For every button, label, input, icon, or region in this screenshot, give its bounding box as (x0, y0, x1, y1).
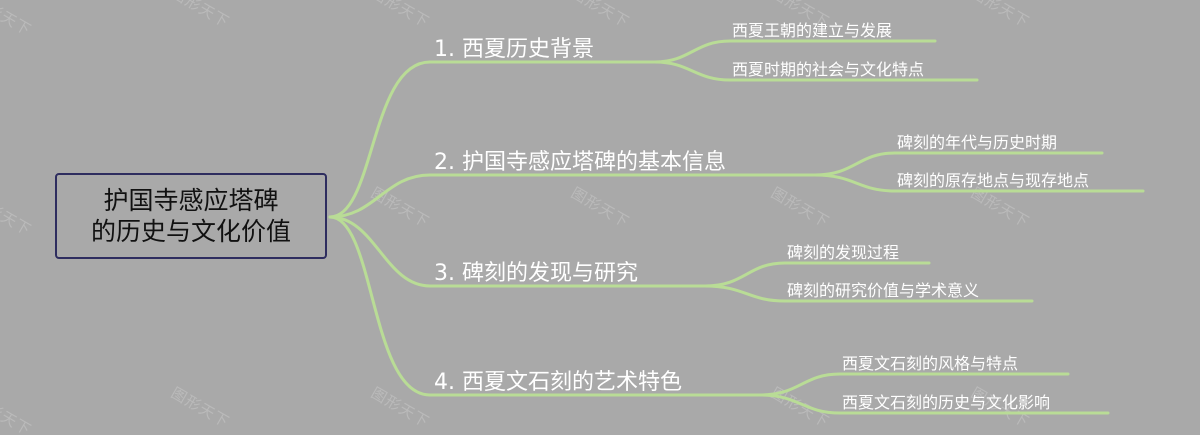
topic-4-to-child-2 (758, 393, 1110, 415)
topic-1-to-child-2 (653, 60, 979, 82)
subtopic-node-3-2[interactable]: 碑刻的研究价值与学术意义 (787, 281, 980, 300)
subtopic-node-1-2[interactable]: 西夏时期的社会与文化特点 (732, 60, 925, 79)
topic-node-2[interactable]: 2. 护国寺感应塔碑的基本信息 (434, 150, 726, 175)
subtopic-node-4-2[interactable]: 西夏文石刻的历史与文化影响 (842, 393, 1051, 412)
topic-4-to-child-1 (735, 372, 1070, 397)
topic-node-4[interactable]: 4. 西夏文石刻的艺术特色 (434, 370, 682, 395)
topic-2-to-child-2 (813, 173, 1145, 193)
root-node-text: 护国寺感应塔碑 的历史与文化价值 (91, 185, 291, 247)
root-to-topic-4 (328, 215, 432, 397)
subtopic-node-4-1[interactable]: 西夏文石刻的风格与特点 (842, 354, 1019, 373)
topic-node-1[interactable]: 1. 西夏历史背景 (434, 37, 594, 62)
topic-1-to-child-1 (626, 39, 937, 64)
root-to-topic-2 (328, 173, 432, 219)
root-title-line-2: 的历史与文化价值 (90, 217, 291, 246)
root-node[interactable]: 护国寺感应塔碑 的历史与文化价值 (55, 173, 327, 259)
root-to-topic-1 (328, 60, 432, 219)
subtopic-node-1-1[interactable]: 西夏王朝的建立与发展 (732, 21, 893, 40)
subtopic-node-2-2[interactable]: 碑刻的原存地点与现存地点 (897, 171, 1090, 190)
subtopic-node-3-1[interactable]: 碑刻的发现过程 (787, 243, 900, 262)
topic-node-3[interactable]: 3. 碑刻的发现与研究 (434, 261, 638, 286)
subtopic-node-2-1[interactable]: 碑刻的年代与历史时期 (897, 133, 1058, 152)
root-to-topic-3 (328, 215, 432, 288)
root-title-line-1: 护国寺感应塔碑 (103, 186, 279, 215)
topic-3-to-child-2 (703, 284, 1034, 303)
